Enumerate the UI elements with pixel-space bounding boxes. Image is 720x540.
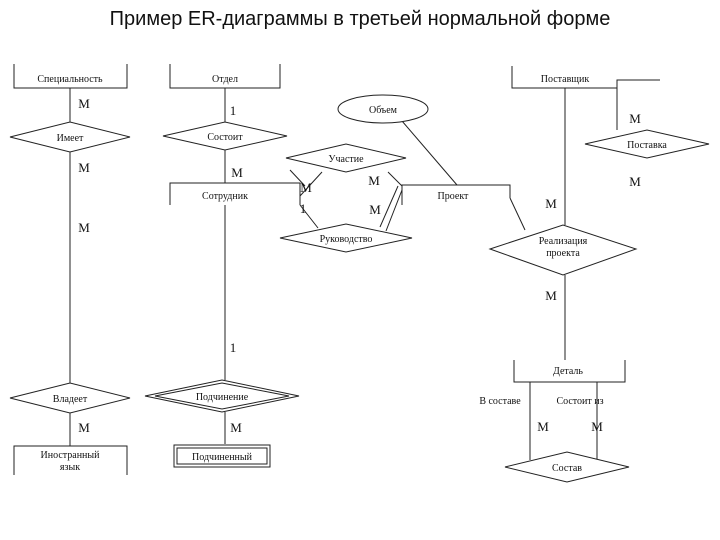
svg-text:Сотрудник: Сотрудник: [202, 191, 248, 202]
entity-podchinennyi: Подчиненный: [173, 444, 271, 468]
relationship-podchinenie: Подчинение: [144, 379, 300, 413]
attribute-obem: Объем: [337, 94, 429, 124]
card-postavshchik-realizatsiya: M: [545, 196, 557, 211]
card-vladeet-yazyk: M: [78, 420, 90, 435]
relationship-postavka: Поставка: [584, 129, 710, 159]
card-uchastie-proekt: M: [368, 173, 380, 188]
entity-otdel: Отдел: [169, 64, 281, 89]
card-specialnost-imeet: M: [78, 96, 90, 111]
relationship-vladeet: Владеет: [9, 382, 131, 414]
svg-text:Владеет: Владеет: [53, 394, 88, 405]
card-v-sostave: M: [537, 419, 549, 434]
entity-proekt: Проект: [401, 184, 511, 205]
svg-text:Отдел: Отдел: [212, 74, 238, 85]
card-postavka-down: M: [629, 174, 641, 189]
card-sostoit-sotrudnik: M: [231, 165, 243, 180]
card-sostoit-iz: M: [591, 419, 603, 434]
relationship-sostav: Состав: [504, 451, 630, 483]
svg-text:Деталь: Деталь: [553, 366, 583, 377]
entity-specialnost: Специальность: [13, 64, 128, 89]
card-otdel-sostoit: 1: [230, 103, 237, 118]
svg-text:Имеет: Имеет: [57, 133, 84, 144]
card-vladeet-up: M: [78, 220, 90, 235]
card-sotrudnik-uchastie: M: [300, 180, 312, 195]
card-podchinenie-up: 1: [230, 340, 237, 355]
relationship-rukovodstvo: Руководство: [279, 223, 413, 253]
svg-text:Руководство: Руководство: [320, 234, 373, 245]
svg-text:Подчиненный: Подчиненный: [192, 452, 253, 463]
entity-sotrudnik: Сотрудник: [169, 182, 301, 205]
svg-text:Реализация: Реализация: [539, 236, 588, 247]
entity-postavshchik: Поставщик: [511, 66, 660, 89]
page-title: Пример ER-диаграммы в третьей нормальной…: [109, 8, 611, 30]
connector-lines: [69, 80, 618, 460]
svg-text:проекта: проекта: [546, 248, 580, 259]
cardinality-marks: M M M M 1 M 1 M M 1 M M M M M M M M: [78, 96, 641, 435]
svg-text:Иностранный: Иностранный: [41, 450, 101, 461]
card-postavshchik-postavka: M: [629, 111, 641, 126]
card-rukovodstvo-proekt: M: [369, 202, 381, 217]
svg-text:Подчинение: Подчинение: [196, 392, 249, 403]
entity-detal: Деталь: [513, 360, 626, 383]
card-sotrudnik-rukovodstvo: 1: [300, 201, 307, 216]
svg-text:Специальность: Специальность: [37, 74, 103, 85]
role-v-sostave: В составе: [479, 396, 521, 407]
entity-inostrannyi-yazyk: Иностранный язык: [13, 445, 128, 475]
role-sostoit-iz: Состоит из: [556, 396, 603, 407]
card-realizatsiya-detal: M: [545, 288, 557, 303]
svg-text:Состоит: Состоит: [207, 132, 243, 143]
relationship-realizatsiya-proekta: Реализация проекта: [488, 224, 638, 276]
card-imeet-down: M: [78, 160, 90, 175]
svg-text:Поставка: Поставка: [627, 140, 667, 151]
svg-text:Состав: Состав: [552, 463, 582, 474]
svg-text:Поставщик: Поставщик: [541, 74, 590, 85]
svg-text:Объем: Объем: [369, 105, 398, 116]
relationship-uchastie: Участие: [285, 143, 407, 173]
svg-text:язык: язык: [60, 462, 80, 473]
relationship-imeet: Имеет: [9, 121, 131, 153]
svg-text:Проект: Проект: [438, 191, 470, 202]
relationship-sostoit: Состоит: [162, 121, 288, 151]
svg-text:Участие: Участие: [328, 154, 364, 165]
card-podchinenie-down: M: [230, 420, 242, 435]
